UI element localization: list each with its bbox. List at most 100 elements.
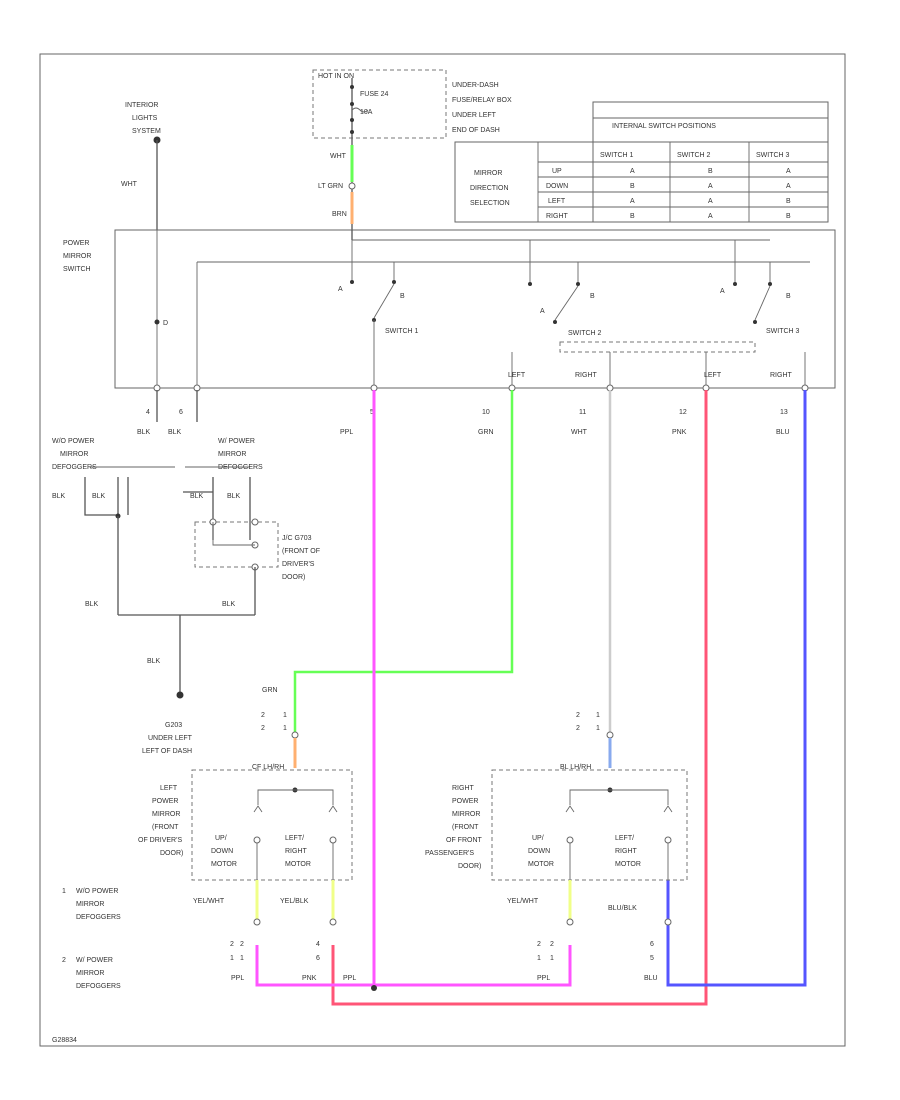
defog-left-wires [84,477,129,516]
lm-lr-1: LEFT/ [285,835,304,842]
rm-yel-wht-label: YEL/WHT [507,898,539,905]
table-col-2: SWITCH 2 [677,152,711,159]
fuse-dot-4 [350,130,354,134]
svg-text:B: B [400,293,405,300]
selector-right-label-1: RIGHT [575,372,598,379]
jc-internal [212,522,255,546]
table-row-dir-up: UP [552,168,562,175]
ground-blk-label: BLK [147,658,161,665]
table-sel-2: DIRECTION [470,185,509,192]
w-defog-2: MIRROR [218,451,246,458]
table-cell: A [630,198,635,205]
rm-n-1e2: 1 [550,955,554,962]
pms-label-2: MIRROR [63,253,91,260]
pin-6: 6 [179,409,183,416]
lm-n-1c2: 1 [240,955,244,962]
table-cell: A [708,183,713,190]
pms-label-1: POWER [63,240,89,247]
g203-label-3: LEFT OF DASH [142,748,192,755]
rm-ud-2: DOWN [528,848,550,855]
lm-n-2c: 2 [230,941,234,948]
jc-label-3: DRIVER'S [282,561,315,568]
fuse-wire-ltgrn: LT GRN [318,183,343,190]
rm-label-6: PASSENGER'S [425,850,474,857]
defog-right-wires [183,477,251,540]
interior-label-2: LIGHTS [132,115,158,122]
pin-11: 11 [579,409,586,416]
ground-bottom [117,516,256,695]
jc-label-4: DOOR) [282,574,305,581]
hot-label: HOT IN ON [318,73,354,80]
fuse-label: FUSE 24 [360,91,389,98]
rm-label-2: POWER [452,798,478,805]
pin-color-blk2: BLK [168,429,182,436]
lm-motor-ud [253,836,261,844]
selector-right-label-2: RIGHT [770,372,793,379]
g203-label-2: UNDER LEFT [148,735,193,742]
table-sel-1: MIRROR [474,170,502,177]
note-2-line-1: W/ POWER [76,957,113,964]
rm-n-5c: 5 [650,955,654,962]
table-col-1: SWITCH 1 [600,152,634,159]
rm-blu-blk-label: BLU/BLK [608,905,637,912]
table-cell: B [630,183,635,190]
fuse-box-label-2: FUSE/RELAY BOX [452,97,512,104]
rm-num-2: 2 [576,712,580,719]
g203-label-1: G203 [165,722,182,729]
ground-point [176,691,184,699]
lm-internal [253,789,338,813]
pin-5: 5 [370,409,374,416]
blk-a: BLK [52,493,66,500]
svg-text:A: A [540,308,545,315]
lm-label-2: POWER [152,798,178,805]
pin-4: 4 [146,409,150,416]
wire-grn [293,390,514,735]
table-cell: A [630,168,635,175]
rm-num-2b: 2 [576,725,580,732]
rm-conn-pin [606,731,614,739]
jc-box [194,521,279,568]
svg-text:SWITCH 1: SWITCH 1 [385,328,419,335]
power-mirror-switch-box [114,229,836,389]
selector-left-label-2: LEFT [704,372,722,379]
fuse-box-label-1: UNDER-DASH [452,82,499,89]
pin-12: 12 [679,409,687,416]
fuse-wire-brn: BRN [332,211,347,218]
selector-left-label-1: LEFT [508,372,526,379]
lm-n-2c2: 2 [240,941,244,948]
svg-text:SWITCH 2: SWITCH 2 [568,330,602,337]
lm-motor-lr [329,836,337,844]
pin-color-blk1: BLK [137,429,151,436]
lm-lr-3: MOTOR [285,861,311,868]
fuse-box-label-4: END OF DASH [452,127,500,134]
table-sel-3: SELECTION [470,200,510,207]
blk-f: BLK [222,601,236,608]
lm-ud-2: DOWN [211,848,233,855]
blk-d: BLK [227,493,241,500]
wire-blu [666,390,807,987]
note-1-line-1: W/O POWER [76,888,118,895]
table-title: INTERNAL SWITCH POSITIONS [612,123,716,130]
lm-conn-label: CF LH/RH [252,764,284,771]
b-blu: BLU [644,975,658,982]
w-defog-3: DEFOGGERS [218,464,263,471]
pin-color-pnk: PNK [672,429,687,436]
w-defog-1: W/ POWER [218,438,255,445]
note-2-line-3: DEFOGGERS [76,983,121,990]
fuse-box-label-3: UNDER LEFT [452,112,497,119]
pms-label-3: SWITCH [63,266,91,273]
table-cell: A [708,213,713,220]
wo-defog-2: MIRROR [60,451,88,458]
rm-conn-label: BL LH/RH [560,764,591,771]
rm-ud-3: MOTOR [528,861,554,868]
jc-label-2: (FRONT OF [282,548,320,555]
table-cell: B [786,213,791,220]
svg-text:A: A [720,288,725,295]
table-row-dir-left: LEFT [548,198,566,205]
interior-label-3: SYSTEM [132,128,161,135]
lm-yel-pin-1 [253,918,261,926]
note-2-num: 2 [62,957,66,964]
switch-d-label: D [163,320,168,327]
rm-num-1b: 1 [596,725,600,732]
